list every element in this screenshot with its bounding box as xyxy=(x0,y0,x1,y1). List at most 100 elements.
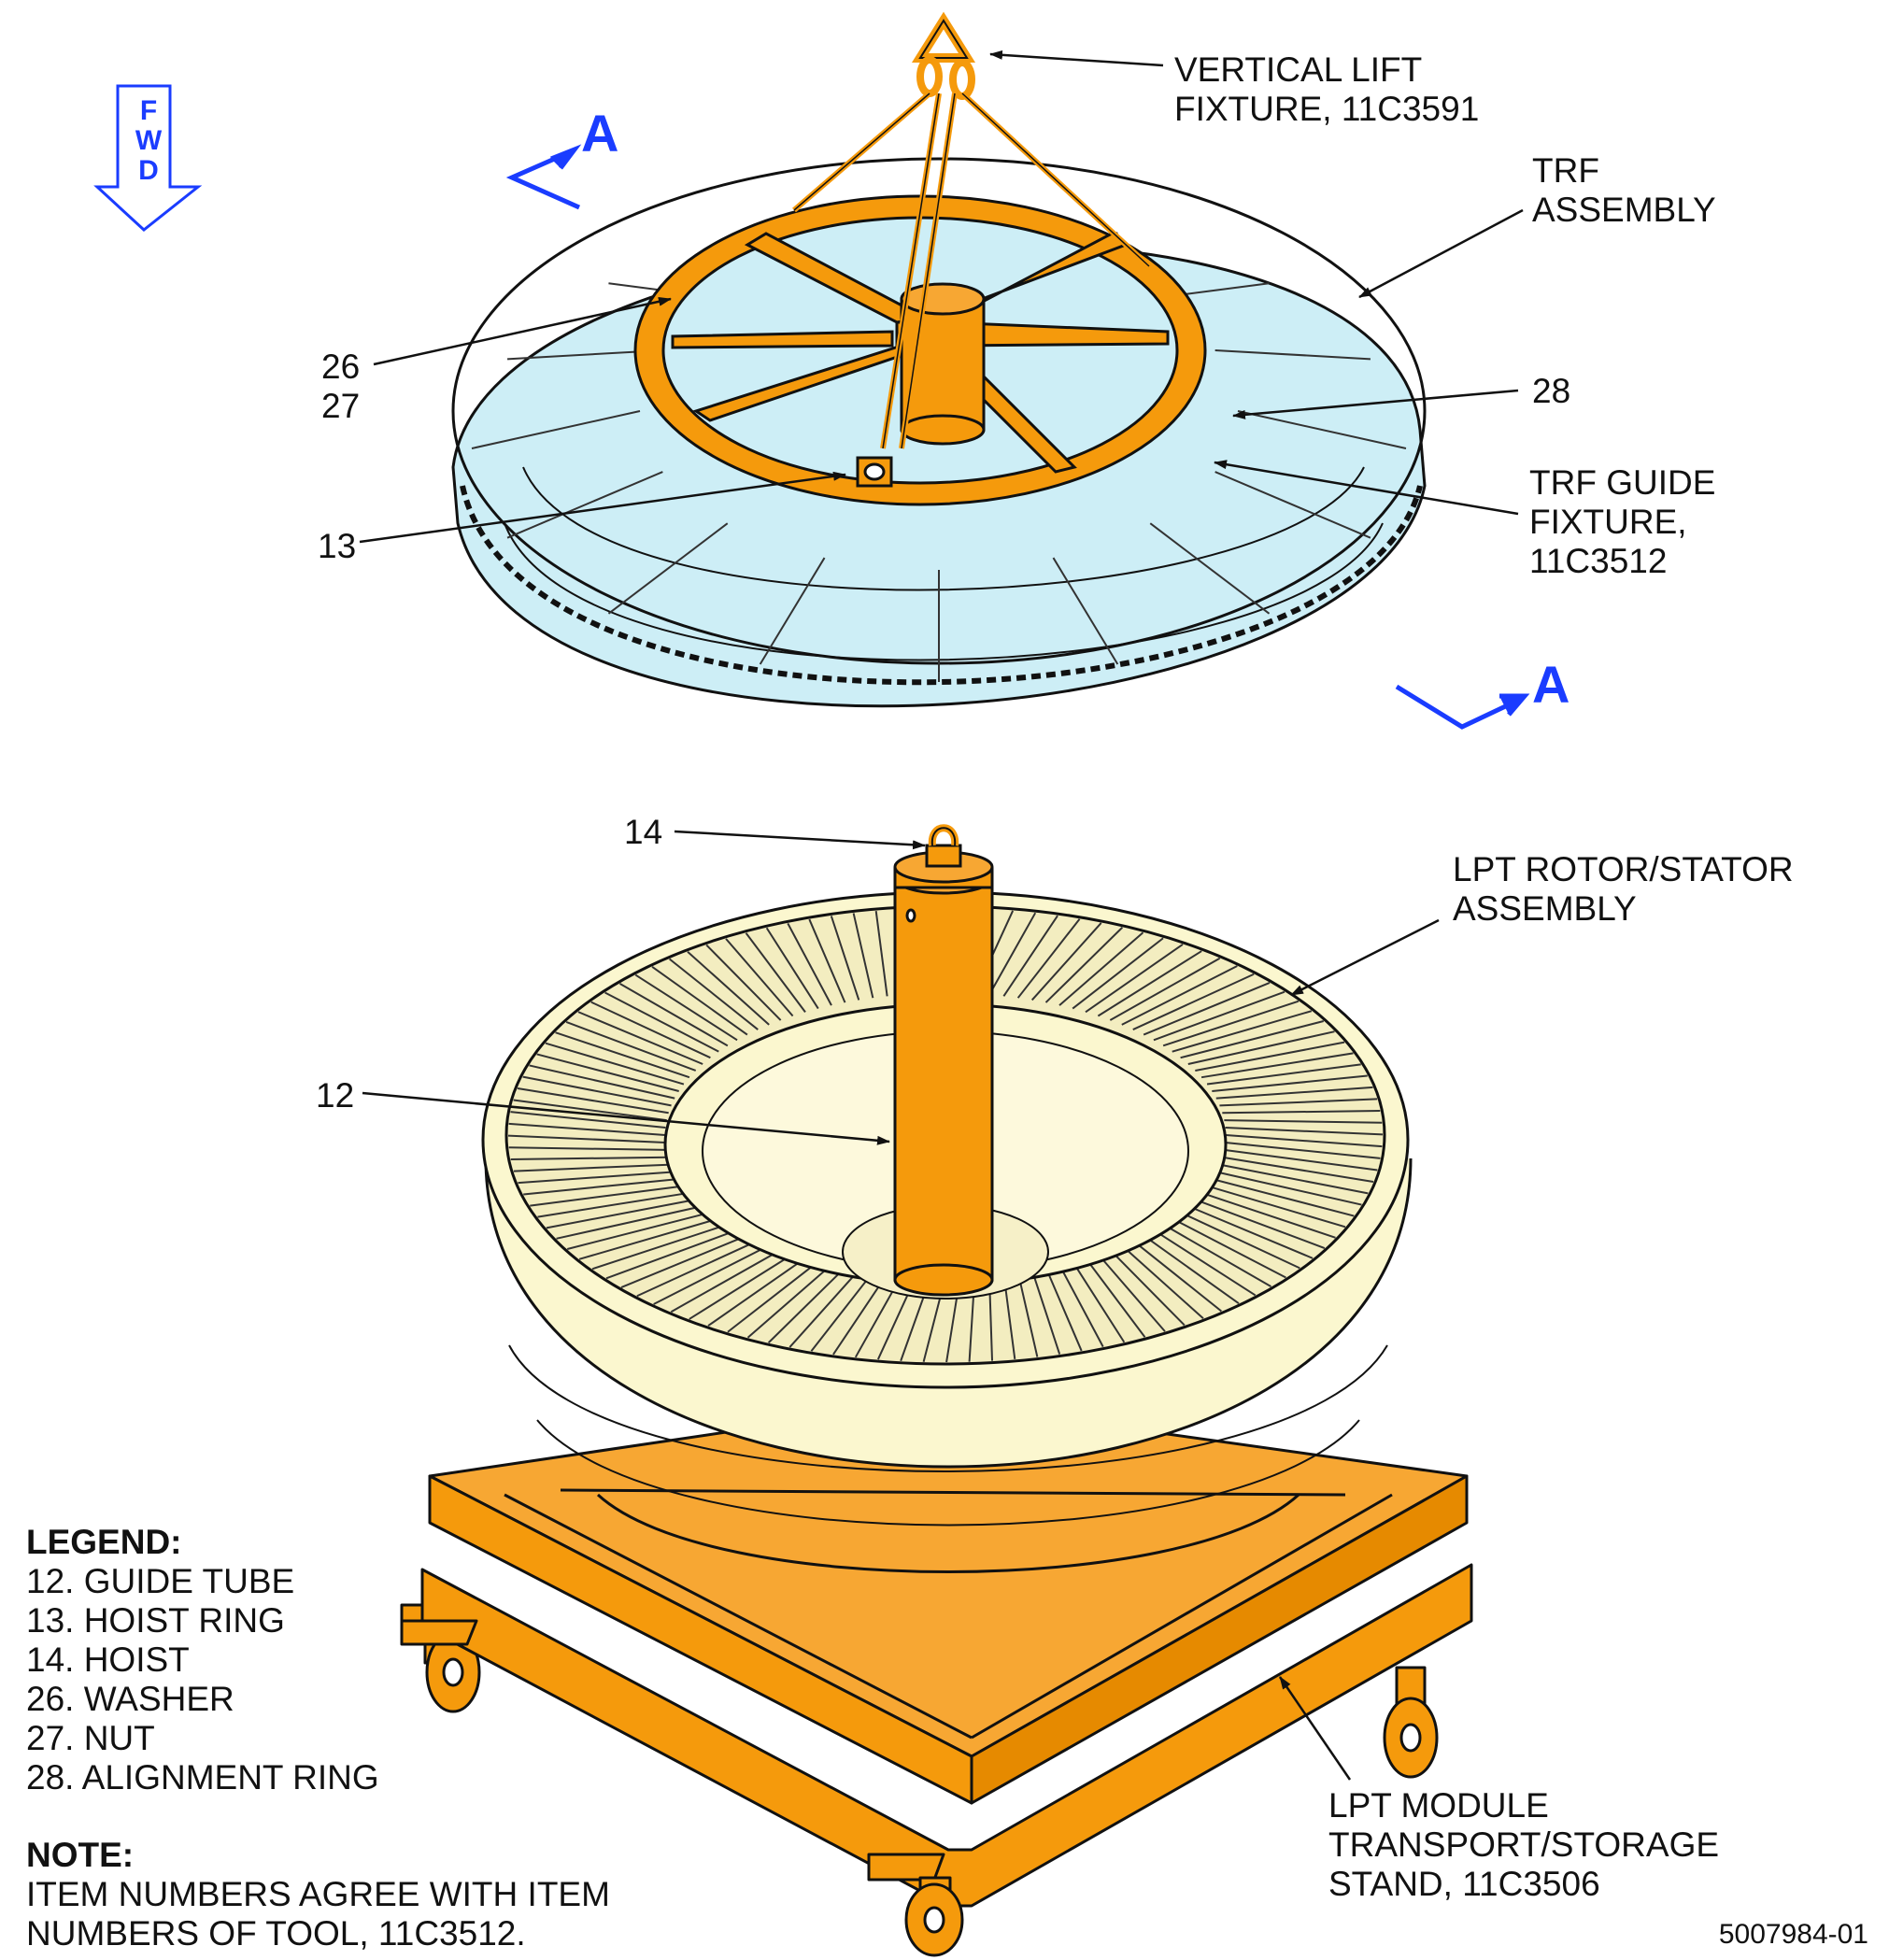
blade-line xyxy=(1224,1148,1378,1172)
blade-line xyxy=(1085,1257,1146,1338)
note-title: NOTE: xyxy=(26,1836,135,1874)
blade-line xyxy=(1215,1171,1362,1206)
blade-line xyxy=(1219,1098,1378,1107)
legend-title: LEGEND: xyxy=(26,1523,182,1561)
blade-line xyxy=(1162,1000,1300,1047)
blade-line xyxy=(578,1217,719,1260)
callout-trf-guide-fixture: TRF GUIDE FIXTURE, 11C3512 xyxy=(1529,463,1716,580)
blade-line xyxy=(513,1163,672,1172)
blade-line xyxy=(510,1156,669,1160)
legend-item: 27. NUT xyxy=(26,1719,155,1757)
blade-line xyxy=(517,1087,669,1115)
legend-item: 14. HOIST xyxy=(26,1640,190,1679)
blade-line xyxy=(1030,922,1102,1001)
trf-vane-line xyxy=(506,471,663,539)
callout-item-28: 28 xyxy=(1532,372,1571,410)
blade-line xyxy=(1219,1163,1369,1195)
legend-item: 28. ALIGNMENT RING xyxy=(26,1758,379,1797)
blade-line xyxy=(529,1064,675,1100)
blade-line xyxy=(687,951,770,1026)
note-text: ITEM NUMBERS AGREE WITH ITEM NUMBERS OF … xyxy=(26,1875,610,1953)
blade-line xyxy=(634,973,738,1042)
blade-line xyxy=(1121,965,1238,1026)
blade-line xyxy=(765,927,819,1010)
blade-line xyxy=(1058,931,1144,1006)
blade-line xyxy=(787,922,832,1006)
blade-line xyxy=(767,1267,846,1343)
blade-line xyxy=(1085,944,1184,1014)
blade-line xyxy=(537,1191,690,1218)
blade-line xyxy=(1153,990,1285,1042)
callout-items-26-27: 26 27 xyxy=(321,348,361,425)
callout-lpt-rotor-stator: LPT ROTOR/STATOR ASSEMBLY xyxy=(1453,850,1794,928)
blade-line xyxy=(510,1111,666,1129)
blade-line xyxy=(1200,1052,1354,1079)
blade-line xyxy=(788,1269,860,1348)
blade-line xyxy=(852,913,874,999)
blade-line xyxy=(808,918,846,1003)
blade-line xyxy=(1224,1119,1383,1124)
blade-line xyxy=(513,1099,667,1122)
blade-line xyxy=(1180,1020,1324,1059)
blade-line xyxy=(1153,1229,1257,1297)
trf-vane-line xyxy=(1149,522,1271,615)
blade-line xyxy=(1215,1086,1373,1100)
blade-line xyxy=(536,1053,679,1092)
blade-line xyxy=(746,1264,832,1339)
blade-line xyxy=(1072,1260,1126,1343)
leader-lines xyxy=(359,50,1524,1781)
blade-line xyxy=(670,1249,782,1314)
trf-vane-line xyxy=(1237,410,1407,449)
note: NOTE: ITEM NUMBERS AGREE WITH ITEM NUMBE… xyxy=(26,1836,610,1953)
hoist xyxy=(925,824,962,868)
blade-line xyxy=(523,1177,679,1196)
fwd-letter-w: W xyxy=(135,125,163,156)
callout-vertical-lift-fixture: VERTICAL LIFT FIXTURE, 11C3591 xyxy=(1174,50,1480,128)
callout-trf-assembly: TRF ASSEMBLY xyxy=(1532,151,1716,229)
blade-line xyxy=(651,965,748,1036)
blade-line xyxy=(518,1171,675,1185)
transport-storage-stand xyxy=(400,1399,1473,1957)
callout-item-14: 14 xyxy=(624,813,663,851)
blade-line xyxy=(1097,950,1202,1017)
blade-line xyxy=(830,916,860,1001)
blade-line xyxy=(555,1031,690,1079)
blade-line xyxy=(1195,1041,1345,1072)
blade-line xyxy=(1143,982,1271,1036)
blade-line xyxy=(1143,1234,1240,1305)
blade-line xyxy=(689,1253,794,1320)
fwd-letter-d: D xyxy=(138,155,159,186)
trf-vane-line xyxy=(759,557,826,665)
blade-line xyxy=(1016,1271,1039,1357)
blade-line xyxy=(636,1240,759,1298)
blade-line xyxy=(1187,1205,1314,1259)
blade-line xyxy=(1200,1191,1336,1239)
blade-line xyxy=(1132,973,1255,1030)
section-a-label-top: A xyxy=(581,104,619,163)
blade-line xyxy=(556,1205,703,1240)
blade-line xyxy=(653,1244,770,1305)
blade-line xyxy=(1212,1074,1368,1093)
blade-line xyxy=(668,958,759,1030)
front-left-caster xyxy=(400,1619,478,1646)
blade-line xyxy=(1121,1244,1204,1319)
blade-line xyxy=(1225,1134,1383,1148)
blade-line xyxy=(1172,1217,1286,1279)
blade-line xyxy=(725,938,794,1017)
blade-line xyxy=(705,944,782,1021)
blade-line xyxy=(1002,915,1058,997)
section-a-marker-top xyxy=(505,144,582,210)
blade-line xyxy=(727,1260,819,1333)
blade-line xyxy=(1225,1127,1384,1136)
blade-line xyxy=(618,982,729,1047)
blade-line xyxy=(1044,1267,1083,1352)
guide-tube xyxy=(893,850,994,1297)
blade-line xyxy=(546,1199,696,1229)
blade-line xyxy=(874,910,888,997)
trf-vane-line xyxy=(471,410,641,449)
blade-line xyxy=(522,1075,672,1107)
blade-line xyxy=(1109,1249,1186,1327)
callout-lpt-module-stand: LPT MODULE TRANSPORT/STORAGE STAND, 11C3… xyxy=(1328,1786,1720,1903)
blade-line xyxy=(605,1229,738,1280)
blade-line xyxy=(1072,937,1164,1010)
